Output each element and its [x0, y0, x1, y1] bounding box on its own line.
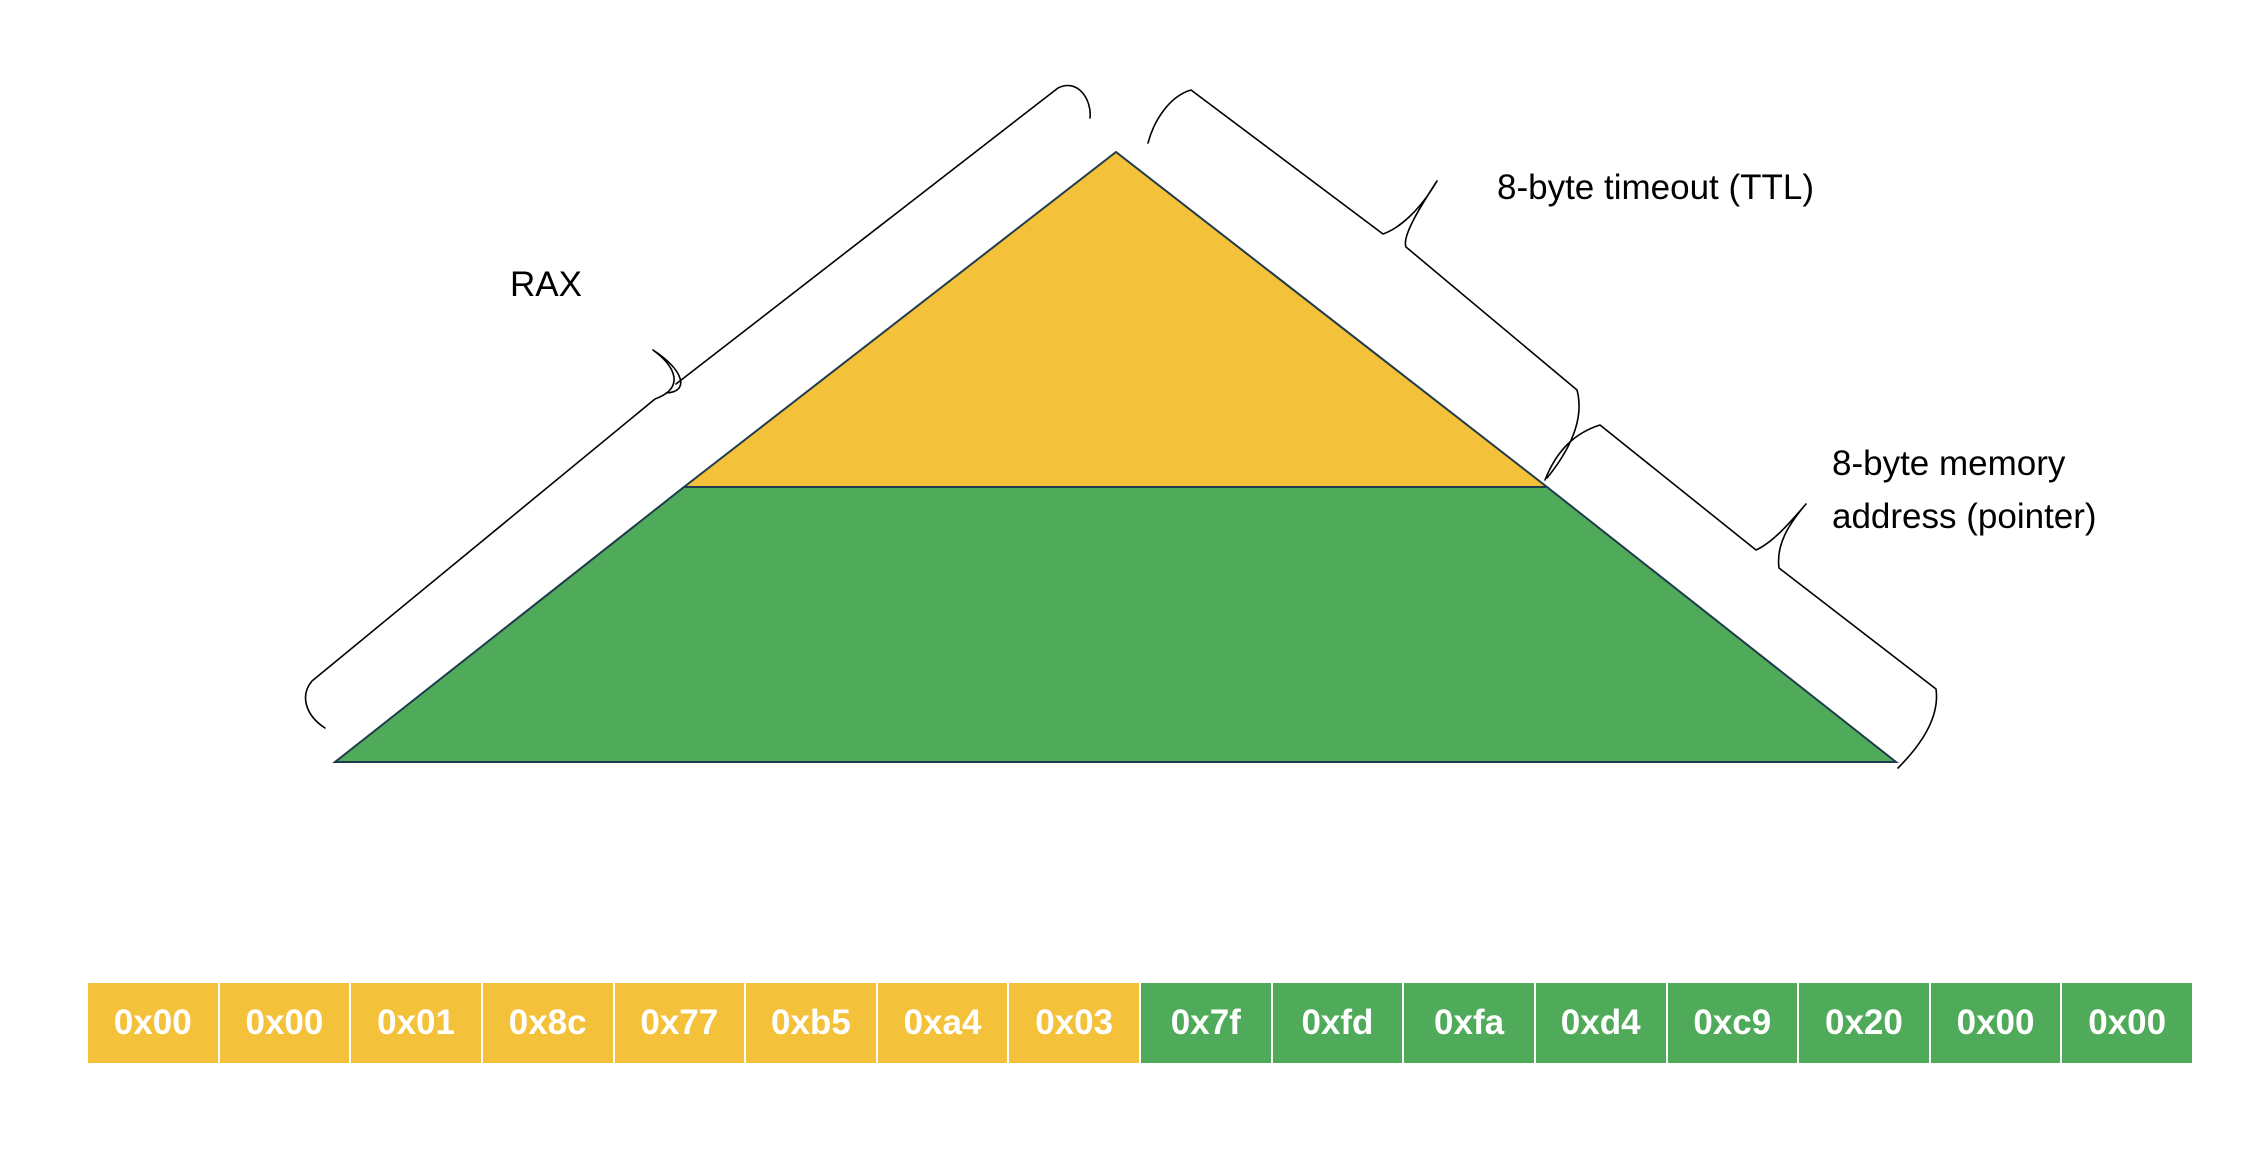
byte-cell-pointer: 0x00 [2062, 983, 2192, 1063]
ttl-section [681, 150, 1550, 488]
pointer-label-line2: address (pointer) [1832, 497, 2097, 536]
byte-cell-pointer: 0x00 [1930, 983, 2063, 1063]
byte-cell-ttl: 0x01 [351, 983, 483, 1063]
byte-cell-ttl: 0xa4 [877, 983, 1010, 1063]
byte-cell-pointer: 0x7f [1141, 983, 1273, 1063]
pointer-section [332, 486, 1899, 763]
rax-brace [304, 84, 1091, 729]
pointer-label-line1: 8-byte memory [1832, 444, 2066, 483]
byte-cell-ttl: 0x77 [614, 983, 747, 1063]
byte-cell-ttl: 0x00 [88, 983, 220, 1063]
byte-cell-ttl: 0xb5 [746, 983, 878, 1063]
rax-label: RAX [510, 265, 582, 304]
byte-cell-pointer: 0xd4 [1535, 983, 1668, 1063]
ttl-brace [1147, 89, 1580, 479]
byte-cell-pointer: 0xfd [1272, 983, 1405, 1063]
byte-cell-pointer: 0x20 [1799, 983, 1931, 1063]
byte-cell-pointer: 0xc9 [1667, 983, 1800, 1063]
byte-cell-pointer: 0xfa [1404, 983, 1536, 1063]
byte-cell-ttl: 0x00 [219, 983, 352, 1063]
byte-cell-ttl: 0x8c [482, 983, 615, 1063]
byte-cell-ttl: 0x03 [1009, 983, 1141, 1063]
ttl-label: 8-byte timeout (TTL) [1497, 168, 1814, 207]
pointer-brace [1544, 424, 1938, 769]
